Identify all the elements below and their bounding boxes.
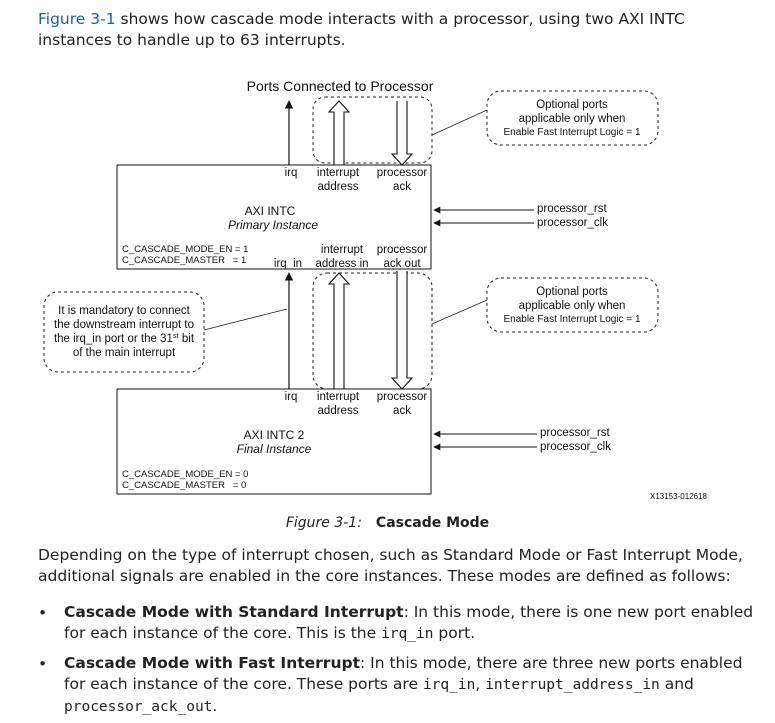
- mandatory-note-line2: the downstream interrupt to: [54, 319, 194, 331]
- primary-port-int-addr-2: address: [318, 181, 359, 193]
- proc-ack-down-arrow: [390, 101, 414, 166]
- primary-instance-block: [116, 164, 432, 270]
- bullet-2-code-1: irq_in: [422, 677, 476, 693]
- primary-role: Primary Instance: [228, 218, 318, 232]
- top-title: Ports Connected to Processor: [247, 78, 434, 94]
- primary-port-proc-ack-1: processor: [377, 167, 428, 179]
- optional-note-1-line3: Enable Fast Interrupt Logic = 1: [503, 127, 640, 138]
- optional-note-1-box: [486, 90, 659, 146]
- mandatory-note-leader: [203, 308, 288, 331]
- final-port-proc-ack-1: processor: [377, 391, 428, 403]
- middle-optional-group: [312, 272, 433, 390]
- primary-param-2: C_CASCADE_MASTER = 1: [122, 255, 246, 266]
- body-paragraph: Depending on the type of interrupt chose…: [38, 545, 743, 587]
- primary-rst-label: processor_rst: [537, 203, 607, 215]
- bullet-1-text-3: port.: [433, 624, 476, 642]
- bullet-2-code-2: interrupt_address_in: [485, 677, 660, 693]
- bullet-1-term: Cascade Mode with Standard Interrupt: [64, 603, 404, 621]
- bullet-dot-1: •: [38, 604, 48, 622]
- intro-text: shows how cascade mode interacts with a …: [115, 10, 685, 28]
- bullet-2-sep-2: and: [659, 675, 694, 693]
- primary-port-irq-in: irq_in: [274, 258, 302, 270]
- final-name: AXI INTC 2: [244, 428, 305, 442]
- primary-port-proc-ack-2: ack: [393, 181, 411, 193]
- primary-name: AXI INTC: [245, 204, 296, 218]
- bullet-2-text-2: for each instance of the core. These por…: [64, 675, 423, 693]
- int-addr-up-arrow: [327, 100, 351, 165]
- final-rst-label: processor_rst: [540, 427, 610, 439]
- optional-note-2-line2: applicable only when: [519, 300, 626, 312]
- mandatory-note-line1: It is mandatory to connect: [58, 305, 190, 317]
- primary-clk-label: processor_clk: [537, 217, 608, 229]
- figure-caption: Figure 3-1: Cascade Mode: [0, 515, 775, 531]
- final-instance-block: [116, 388, 432, 495]
- body-line-1: Depending on the type of interrupt chose…: [38, 546, 743, 564]
- optional-note-1-line1: Optional ports: [536, 99, 608, 111]
- final-port-int-addr-1: interrupt: [317, 391, 360, 403]
- final-port-int-addr-2: address: [318, 405, 359, 417]
- caption-title: Cascade Mode: [375, 515, 490, 531]
- optional-note-1-line2: applicable only when: [519, 113, 626, 125]
- mandatory-note-line4: of the main interrupt: [73, 347, 176, 359]
- primary-port-int-addr-in-1: interrupt: [321, 244, 364, 256]
- bullet-1-text-2: for each instance of the core. This is t…: [64, 624, 382, 642]
- bullet-fast-interrupt: Cascade Mode with Fast Interrupt: In thi…: [64, 653, 754, 718]
- optional-note-2-box: [486, 277, 659, 333]
- bullet-standard-interrupt: Cascade Mode with Standard Interrupt: In…: [64, 602, 754, 645]
- int-addr-in-up-arrow: [327, 272, 351, 389]
- final-clk-label: processor_clk: [540, 441, 611, 453]
- bullet-2-code-3: processor_ack_out: [64, 699, 213, 715]
- primary-port-int-addr-1: interrupt: [317, 167, 360, 179]
- bullet-2-text: : In this mode, there are three new port…: [359, 654, 743, 672]
- figure-link[interactable]: Figure 3-1: [38, 10, 116, 28]
- final-role: Final Instance: [237, 442, 312, 456]
- optional-note-2-line3: Enable Fast Interrupt Logic = 1: [503, 314, 640, 325]
- primary-port-irq: irq: [285, 167, 298, 179]
- intro-paragraph: Figure 3-1 shows how cascade mode intera…: [38, 9, 685, 51]
- bullet-2-end: .: [212, 697, 218, 715]
- mandatory-note-box: [43, 291, 205, 373]
- primary-param-1: C_CASCADE_MODE_EN = 1: [122, 244, 248, 255]
- bullet-dot-2: •: [38, 655, 48, 673]
- bullet-2-sep-1: ,: [475, 675, 486, 693]
- body-line-2: additional signals are enabled in the co…: [38, 567, 731, 585]
- final-param-2: C_CASCADE_MASTER = 0: [122, 480, 246, 491]
- top-optional-group: [312, 96, 433, 164]
- final-param-1: C_CASCADE_MODE_EN = 0: [122, 469, 248, 480]
- optional-note-1-leader: [431, 109, 488, 136]
- bullet-2-term: Cascade Mode with Fast Interrupt: [64, 654, 360, 672]
- primary-port-int-addr-in-2: address in: [315, 258, 368, 270]
- intro-text-2: instances to handle up to 63 interrupts.: [38, 31, 346, 49]
- cascade-mode-diagram: Ports Connected to Processor Optional po…: [43, 78, 707, 501]
- bullet-1-code: irq_in: [381, 626, 434, 642]
- bullet-1-text: : In this mode, there is one new port en…: [403, 603, 754, 621]
- proc-ack-out-down-arrow: [390, 271, 414, 390]
- primary-port-proc-ack-out-2: ack out: [383, 258, 421, 270]
- final-port-irq: irq: [285, 391, 298, 403]
- optional-note-2-line1: Optional ports: [536, 286, 608, 298]
- final-port-proc-ack-2: ack: [393, 405, 411, 417]
- primary-port-proc-ack-out-1: processor: [377, 244, 428, 256]
- mandatory-note-line3: the irq_in port or the 31st bit: [54, 331, 195, 345]
- caption-figure-number: Figure 3-1:: [285, 515, 362, 531]
- optional-note-2-leader: [431, 299, 488, 325]
- figure-id: X13153-012618: [650, 492, 707, 501]
